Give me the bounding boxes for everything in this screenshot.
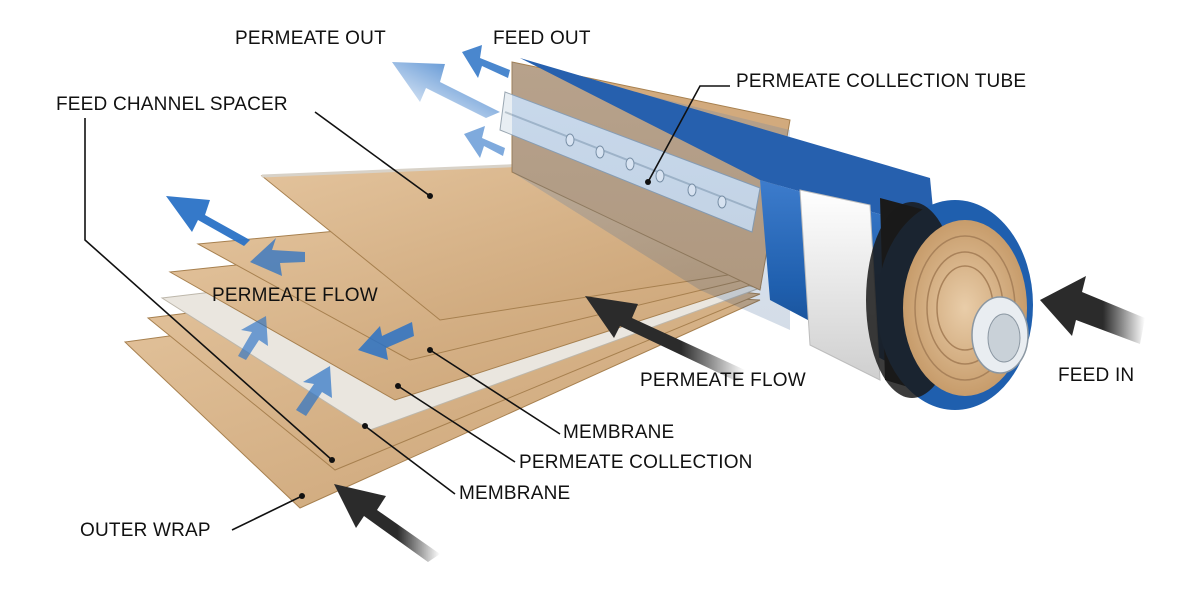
leader-dots	[299, 179, 651, 499]
permeate-flow-arrow-1	[250, 238, 305, 276]
label-membrane-upper: MEMBRANE	[563, 422, 675, 443]
label-permeate-flow-left: PERMEATE FLOW	[212, 285, 378, 306]
label-membrane-lower: MEMBRANE	[459, 483, 571, 504]
sheet-out-arrow	[166, 196, 250, 246]
feed-out-arrow-top	[462, 45, 510, 78]
permeate-out-arrow	[392, 62, 500, 118]
feed-in-arrow	[1040, 276, 1145, 344]
permeate-flow-arrows	[166, 45, 510, 416]
feed-bottom-arrow	[334, 484, 440, 562]
label-outer-wrap: OUTER WRAP	[80, 520, 211, 541]
leader-membrane-upper	[429, 349, 561, 435]
leader-membrane-lower	[364, 425, 456, 495]
permeate-flow-center-arrow	[585, 296, 745, 382]
leader-permeate-collection-tube	[647, 85, 730, 183]
permeate-flow-arrow-4	[296, 366, 332, 416]
permeate-flow-arrow-2	[238, 316, 268, 360]
label-permeate-flow-center: PERMEATE FLOW	[640, 370, 806, 391]
leader-permeate-collection	[397, 385, 516, 463]
leader-feed-channel-spacer	[314, 111, 431, 197]
label-feed-in: FEED IN	[1058, 365, 1135, 386]
leader-outer-wrap-1	[84, 118, 333, 461]
label-feed-channel-spacer: FEED CHANNEL SPACER	[56, 94, 288, 115]
label-feed-out: FEED OUT	[493, 28, 591, 49]
leader-outer-wrap-2	[231, 495, 303, 531]
feed-out-arrow-bottom	[464, 126, 505, 158]
feed-arrows	[334, 276, 1145, 562]
leader-lines	[84, 85, 730, 531]
permeate-flow-arrow-3	[358, 322, 414, 360]
label-permeate-collection: PERMEATE COLLECTION	[519, 452, 753, 473]
membrane-cylinder	[512, 58, 1033, 410]
label-permeate-collection-tube: PERMEATE COLLECTION TUBE	[736, 71, 1027, 92]
label-permeate-out: PERMEATE OUT	[235, 28, 386, 49]
